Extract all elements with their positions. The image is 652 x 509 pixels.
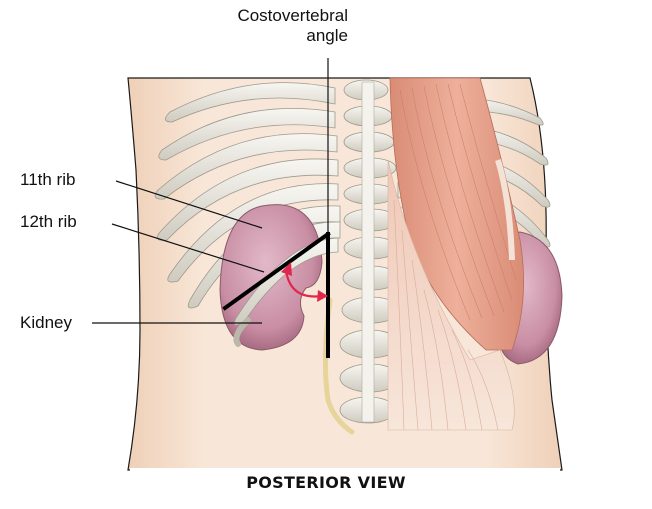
kidney-label: Kidney xyxy=(20,313,72,333)
costovertebral-label-line1: Costovertebral xyxy=(196,6,348,26)
costovertebral-label-line2: angle xyxy=(196,26,348,46)
figure-caption: POSTERIOR VIEW xyxy=(0,473,652,492)
rib-11-label: 11th rib xyxy=(20,170,75,190)
rib-12-label: 12th rib xyxy=(20,212,77,232)
costovertebral-angle-label: Costovertebral angle xyxy=(196,6,348,46)
